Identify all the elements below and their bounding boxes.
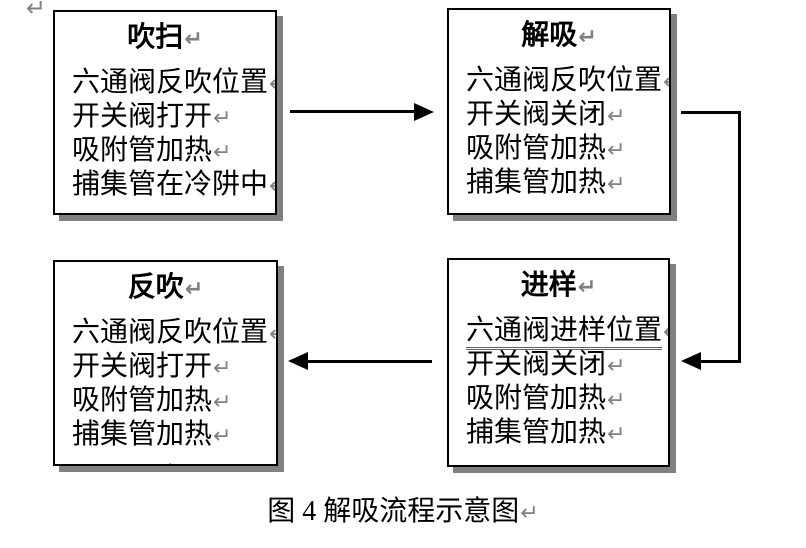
arrowhead-left-icon bbox=[288, 352, 308, 370]
box-line: 吸附管加热↵ bbox=[72, 135, 275, 169]
arrow-line bbox=[681, 111, 741, 114]
box-line-text: 吸附管加热 bbox=[466, 133, 607, 164]
box-line: 六通阀反吹位置↵ bbox=[466, 65, 669, 99]
box-line-text: 捕集管在冷阱中 bbox=[72, 169, 269, 200]
paragraph-mark-icon: ↵ bbox=[184, 277, 204, 302]
flow-box-backflush: 反吹↵ 六通阀反吹位置↵ 开关阀打开↵ 吸附管加热↵ 捕集管加热↵ ↵ bbox=[53, 260, 278, 466]
flow-box-inject: 进样↵ 六通阀进样位置↵ 开关阀关闭↵ 吸附管加热↵ 捕集管加热↵ bbox=[447, 258, 670, 467]
box-line-text: 六通阀反吹位置 bbox=[72, 67, 269, 98]
paragraph-mark-icon: ↵ bbox=[213, 106, 232, 131]
box-line-text: 开关阀打开 bbox=[72, 351, 213, 382]
paragraph-mark-icon: ↵ bbox=[662, 320, 668, 345]
paragraph-mark-icon: ↵ bbox=[156, 458, 175, 464]
box-line: 捕集管加热↵ bbox=[72, 419, 276, 453]
empty-line: ↵ bbox=[72, 453, 276, 464]
box-line-text: 六通阀反吹位置 bbox=[72, 317, 269, 348]
paragraph-mark-icon: ↵ bbox=[607, 354, 626, 379]
box-lines: 六通阀反吹位置↵ 开关阀关闭↵ 吸附管加热↵ 捕集管加热↵ bbox=[449, 65, 669, 201]
box-line: 捕集管在冷阱中↵ bbox=[72, 169, 275, 203]
arrowhead-left-icon bbox=[681, 352, 701, 370]
box-line-text: 捕集管加热 bbox=[72, 419, 213, 450]
box-lines: 六通阀反吹位置↵ 开关阀打开↵ 吸附管加热↵ 捕集管在冷阱中↵ bbox=[55, 67, 275, 203]
paragraph-mark-icon: ↵ bbox=[577, 275, 597, 300]
flow-box-desorb: 解吸↵ 六通阀反吹位置↵ 开关阀关闭↵ 吸附管加热↵ 捕集管加热↵ bbox=[447, 8, 671, 215]
box-line: 吸附管加热↵ bbox=[466, 133, 669, 167]
paragraph-mark-icon: ↵ bbox=[268, 174, 275, 199]
paragraph-mark-icon: ↵ bbox=[607, 104, 626, 129]
box-line-text: 开关阀关闭 bbox=[466, 99, 607, 130]
paragraph-mark-icon: ↵ bbox=[184, 27, 203, 52]
arrow-line bbox=[290, 110, 416, 113]
box-line: 开关阀打开↵ bbox=[72, 101, 275, 135]
paragraph-mark-icon: ↵ bbox=[607, 422, 626, 447]
box-lines: 六通阀进样位置↵ 开关阀关闭↵ 吸附管加热↵ 捕集管加热↵ bbox=[449, 315, 668, 451]
arrow-line bbox=[304, 360, 432, 363]
box-line: 开关阀打开↵ bbox=[72, 351, 276, 385]
paragraph-mark-icon: ↵ bbox=[520, 501, 539, 526]
box-title-text: 吹扫 bbox=[127, 22, 184, 53]
box-line: 捕集管加热↵ bbox=[466, 417, 668, 451]
paragraph-mark-icon: ↵ bbox=[213, 140, 232, 165]
paragraph-mark-icon: ↵ bbox=[607, 172, 626, 197]
arrowhead-right-icon bbox=[414, 103, 434, 121]
arrow-line bbox=[738, 111, 741, 363]
paragraph-mark-icon: ↵ bbox=[662, 70, 669, 95]
box-line: 捕集管加热↵ bbox=[466, 167, 669, 201]
flow-box-purge: 吹扫↵ 六通阀反吹位置↵ 开关阀打开↵ 吸附管加热↵ 捕集管在冷阱中↵ bbox=[53, 10, 277, 215]
box-line-text: 吸附管加热 bbox=[466, 383, 607, 414]
figure-caption-text: 图 4 解吸流程示意图 bbox=[267, 496, 520, 527]
box-line: 吸附管加热↵ bbox=[466, 383, 668, 417]
spellcheck-underlined-text: 六通阀进样位置 bbox=[466, 315, 663, 350]
box-line-text: 吸附管加热 bbox=[72, 385, 213, 416]
paragraph-mark-icon: ↵ bbox=[268, 322, 276, 347]
box-lines: 六通阀反吹位置↵ 开关阀打开↵ 吸附管加热↵ 捕集管加热↵ ↵ bbox=[55, 317, 276, 464]
paragraph-mark-icon: ↵ bbox=[607, 388, 626, 413]
box-title-text: 解吸 bbox=[521, 20, 578, 51]
paragraph-mark-icon: ↵ bbox=[213, 424, 232, 449]
box-line: 开关阀关闭↵ bbox=[466, 349, 668, 383]
paragraph-mark-icon: ↵ bbox=[578, 25, 597, 50]
box-title-text: 反吹 bbox=[127, 272, 184, 303]
paragraph-mark-icon: ↵ bbox=[213, 390, 232, 415]
arrow-line bbox=[701, 360, 741, 363]
box-title: 吹扫↵ bbox=[55, 22, 275, 56]
box-line: 六通阀进样位置↵ bbox=[466, 315, 668, 350]
box-title-text: 进样 bbox=[520, 270, 577, 301]
box-line-text: 捕集管加热 bbox=[466, 167, 607, 198]
paragraph-mark-icon: ↵ bbox=[607, 138, 626, 163]
box-line-text: 开关阀关闭 bbox=[466, 349, 607, 380]
paragraph-mark-icon: ↵ bbox=[268, 72, 275, 97]
box-line-text: 吸附管加热 bbox=[72, 135, 213, 166]
paragraph-mark-icon: ↵ bbox=[26, 0, 47, 22]
box-line-text: 开关阀打开 bbox=[72, 101, 213, 132]
box-line: 六通阀反吹位置↵ bbox=[72, 67, 275, 101]
box-line: 吸附管加热↵ bbox=[72, 385, 276, 419]
box-title: 反吹↵ bbox=[55, 272, 276, 306]
figure-caption: 图 4 解吸流程示意图↵ bbox=[0, 496, 806, 530]
box-line-text: 捕集管加热 bbox=[466, 417, 607, 448]
box-title: 解吸↵ bbox=[449, 20, 669, 54]
box-title: 进样↵ bbox=[449, 270, 668, 304]
box-line-text: 六通阀反吹位置 bbox=[466, 65, 663, 96]
box-line: 开关阀关闭↵ bbox=[466, 99, 669, 133]
box-line: 六通阀反吹位置↵ bbox=[72, 317, 276, 351]
paragraph-mark-icon: ↵ bbox=[213, 356, 232, 381]
